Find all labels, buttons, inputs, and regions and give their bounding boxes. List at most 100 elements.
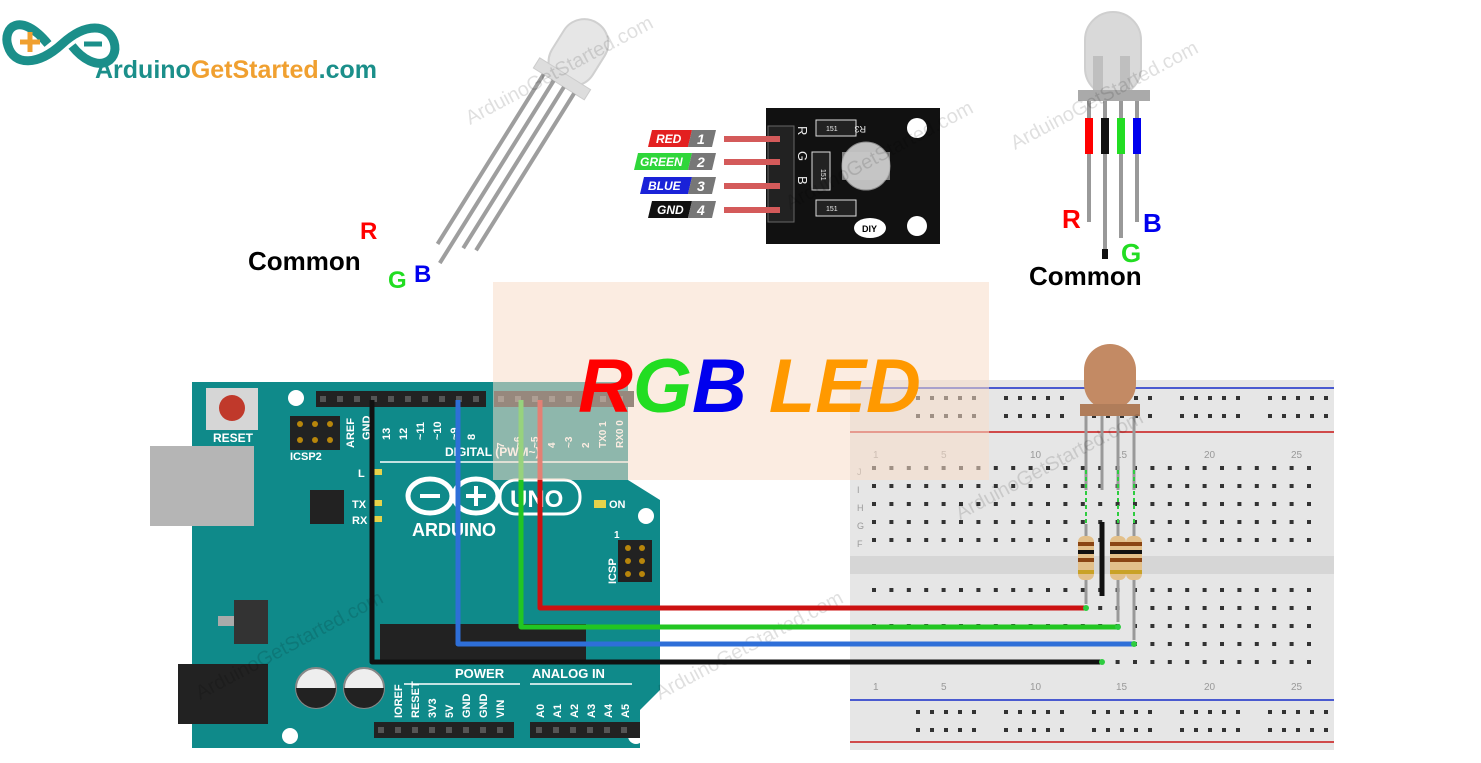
infinity-logo-icon [2,20,120,68]
led-right-common-label: Common [1029,261,1142,291]
wire-ends [1083,605,1137,665]
site-logo[interactable]: ArduinoGetStarted.com [2,20,377,84]
bb-col-bottom-15: 15 [1116,682,1128,693]
icsp-pin1-label: 1 [614,530,620,541]
svg-text:BLUE: BLUE [648,179,682,193]
led-right-r-label: R [1062,204,1081,234]
analog-pin-label: A5 [620,704,632,718]
digital-pin-label: 8 [466,434,478,440]
svg-text:ArduinoGetStarted.com: ArduinoGetStarted.com [95,56,377,84]
watermark-1: ArduinoGetStarted.com [462,12,657,130]
svg-text:GREEN: GREEN [640,155,683,169]
breadboard-led [1080,344,1140,540]
module-silk-g: G [795,151,810,161]
power-pin-label: 5V [444,704,456,718]
wire-blue[interactable] [455,400,1134,647]
logo-part-3: .com [319,56,377,84]
resistor-red [1078,524,1094,604]
led-left-b-label: B [414,261,431,288]
bb-col-bottom-20: 20 [1204,682,1216,693]
chip-small [310,490,344,524]
svg-text:4: 4 [696,202,705,218]
power-pin-label: GND [461,694,473,719]
led-right-b-label: B [1143,208,1162,238]
module-part-151b: 151 [819,169,826,181]
power-label: POWER [455,666,505,681]
usb-port [150,446,254,526]
bb-col-bottom-5: 5 [941,682,947,693]
bb-row-h: H [857,503,864,513]
module-pin-tag-green: GREEN 2 [634,153,716,170]
title-backdrop [493,282,989,480]
analog-pin-label: A2 [569,704,581,718]
led-right-g-label: G [1121,238,1141,268]
module-mount-hole [907,118,927,138]
logo-part-2: GetStarted [191,56,319,84]
icsp-label: ICSP [607,558,619,584]
digital-pin-label: ~10 [432,421,444,440]
analog-in-label: ANALOG IN [532,666,605,681]
bb-col-top-25: 25 [1291,450,1303,461]
led-left-common-label: Common [248,246,361,276]
icsp2-label: ICSP2 [290,451,322,463]
dc-jack [178,664,268,724]
tx-led-label: TX [352,499,367,511]
led-left: R Common G B [248,18,610,294]
power-pin-label: IOREF [393,684,405,718]
led-right: R B G Common [1029,11,1162,291]
module-part-r3: R3 [854,124,866,134]
bb-row-f: F [857,539,863,549]
arduino-brand-label: ARDUINO [412,520,496,540]
uno-label: UNO [510,486,563,513]
bb-col-top-10: 10 [1030,450,1042,461]
led-right-rim [1078,90,1150,101]
bb-row-g: G [857,521,864,531]
reset-button[interactable] [219,395,245,421]
power-pin-label: GND [478,694,490,719]
reset-label: RESET [213,431,254,445]
power-header [374,722,514,738]
title-letter-g: G [633,344,692,429]
module-pin-tag-gnd: GND 4 [648,201,716,218]
on-led-label: ON [609,499,626,511]
logo-part-1: Arduino [95,56,191,84]
icsp-header [618,540,652,582]
title-letter-b: B [692,344,747,429]
svg-text:2: 2 [696,154,705,170]
bb-col-bottom-25: 25 [1291,682,1303,693]
wire-black[interactable] [369,400,1102,665]
svg-text:3: 3 [697,178,705,194]
power-pin-label: VIN [495,700,507,718]
analog-pin-label: A0 [535,704,547,718]
l-led-label: L [358,468,365,480]
module-pin-tag-red: RED 1 [648,130,716,147]
arduino-logo-icon [405,476,501,516]
aref-label: AREF [345,418,357,448]
analog-header [530,722,640,738]
svg-text:DIY: DIY [862,224,877,234]
led-left-rim [532,57,592,101]
diy-brand-icon: DIY [854,218,886,238]
rx-led-label: RX [352,515,368,527]
digital-pin-label: 13 [381,428,393,440]
bb-col-top-15: 15 [1116,450,1128,461]
title-letter-r: R [578,344,633,429]
digital-pin-label: ~11 [415,422,427,440]
bb-row-i: I [857,485,860,495]
power-pin-label: 3V3 [427,698,439,718]
digital-pin-label: 12 [398,428,410,440]
svg-text:GND: GND [657,203,684,217]
module-silk-b: B [795,176,810,185]
led-left-g-label: G [388,267,407,294]
svg-text:1: 1 [697,131,705,147]
rgb-led-module: R3 151 151 151 R1 R G B DIY RED 1 GREEN [634,108,940,244]
power-pin-label: RESET [410,681,422,718]
resistor-green [1110,524,1126,622]
module-part-151a: 151 [826,126,838,133]
digital-header-left [316,391,486,407]
module-mount-hole [907,216,927,236]
analog-pin-label: A4 [603,703,615,718]
module-pin-tag-blue: BLUE 3 [640,177,716,194]
bb-col-top-20: 20 [1204,450,1216,461]
